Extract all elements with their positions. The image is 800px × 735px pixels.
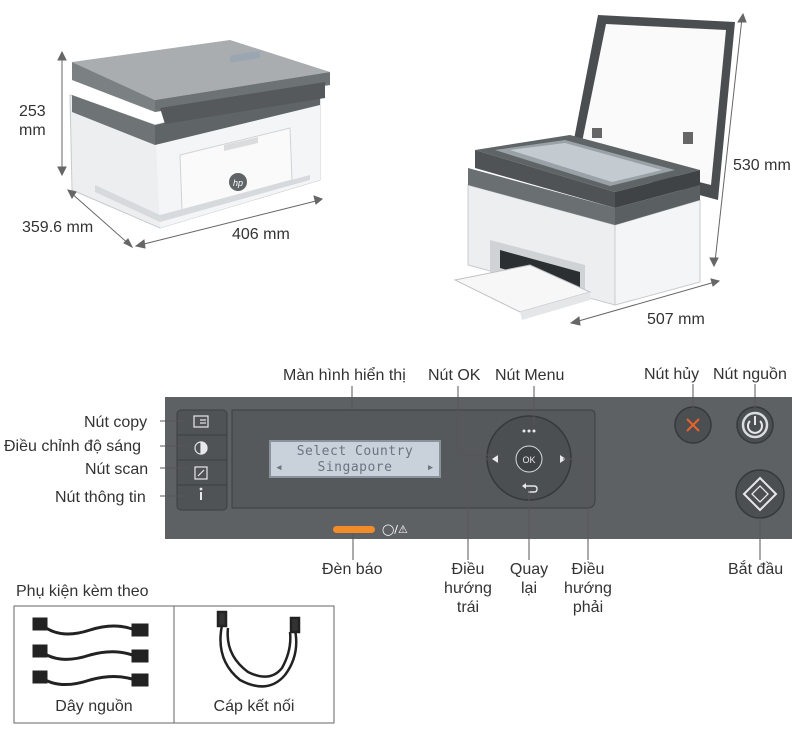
hp-logo: hp <box>233 178 243 188</box>
printer-open <box>453 15 735 320</box>
dimension-lines-left <box>57 50 323 249</box>
label-power-button: Nút nguồn <box>713 366 787 383</box>
cancel-x-icon <box>686 418 700 432</box>
power-icon <box>747 416 763 434</box>
label-info-button: Nút thông tin <box>55 489 146 506</box>
dim-width: 406 mm <box>232 226 290 243</box>
label-brightness: Điều chỉnh độ sáng <box>4 438 141 455</box>
callout-lines <box>160 384 761 560</box>
dim-depth: 359.6 mm <box>22 219 94 236</box>
label-back-button: Quay lại <box>509 561 549 598</box>
brightness-icon <box>194 441 208 455</box>
start-icon <box>742 476 778 512</box>
label-display: Màn hình hiển thị <box>283 367 406 384</box>
dim-height-closed: 253 mm <box>19 103 46 140</box>
dim-depth-open: 507 mm <box>647 311 705 328</box>
dimension-lines-right <box>569 12 747 326</box>
control-panel <box>165 397 792 539</box>
lcd-display: Select Country ◂ Singapore ▸ <box>269 440 441 478</box>
lcd-line-1: Select Country <box>296 444 414 459</box>
led-status-icon: ◯/⚠ <box>382 523 408 536</box>
info-icon <box>199 487 203 500</box>
label-led: Đèn báo <box>322 561 383 578</box>
copy-icon <box>193 415 209 428</box>
usb-cable-label: Cáp kết nối <box>213 698 295 715</box>
scan-icon <box>194 466 208 480</box>
dim-height-open: 530 mm <box>733 157 791 174</box>
lcd-line-2: Singapore <box>317 460 393 475</box>
accessories-title: Phụ kiện kèm theo <box>16 583 149 600</box>
power-cable-icon <box>32 617 149 687</box>
label-scan-button: Nút scan <box>85 461 149 478</box>
ok-button-text: OK <box>522 455 535 465</box>
label-nav-right: Điều hướng phải <box>564 561 612 617</box>
nav-ring-details: OK <box>492 429 566 493</box>
label-ok-button: Nút OK <box>428 367 481 384</box>
accessories-box <box>13 605 335 724</box>
label-menu-button: Nút Menu <box>495 367 565 384</box>
lcd-right-arrow-icon: ▸ <box>426 460 435 475</box>
usb-cable-icon <box>216 610 301 688</box>
led-indicator <box>333 526 375 533</box>
power-cable-label: Dây nguồn <box>55 698 133 715</box>
printer-closed: hp <box>69 40 330 229</box>
label-cancel-button: Nút hủy <box>644 366 700 383</box>
label-nav-left: Điều hướng trái <box>444 561 492 617</box>
label-start-button: Bắt đầu <box>728 561 784 578</box>
label-copy-button: Nút copy <box>84 414 148 431</box>
lcd-left-arrow-icon: ◂ <box>275 460 284 475</box>
